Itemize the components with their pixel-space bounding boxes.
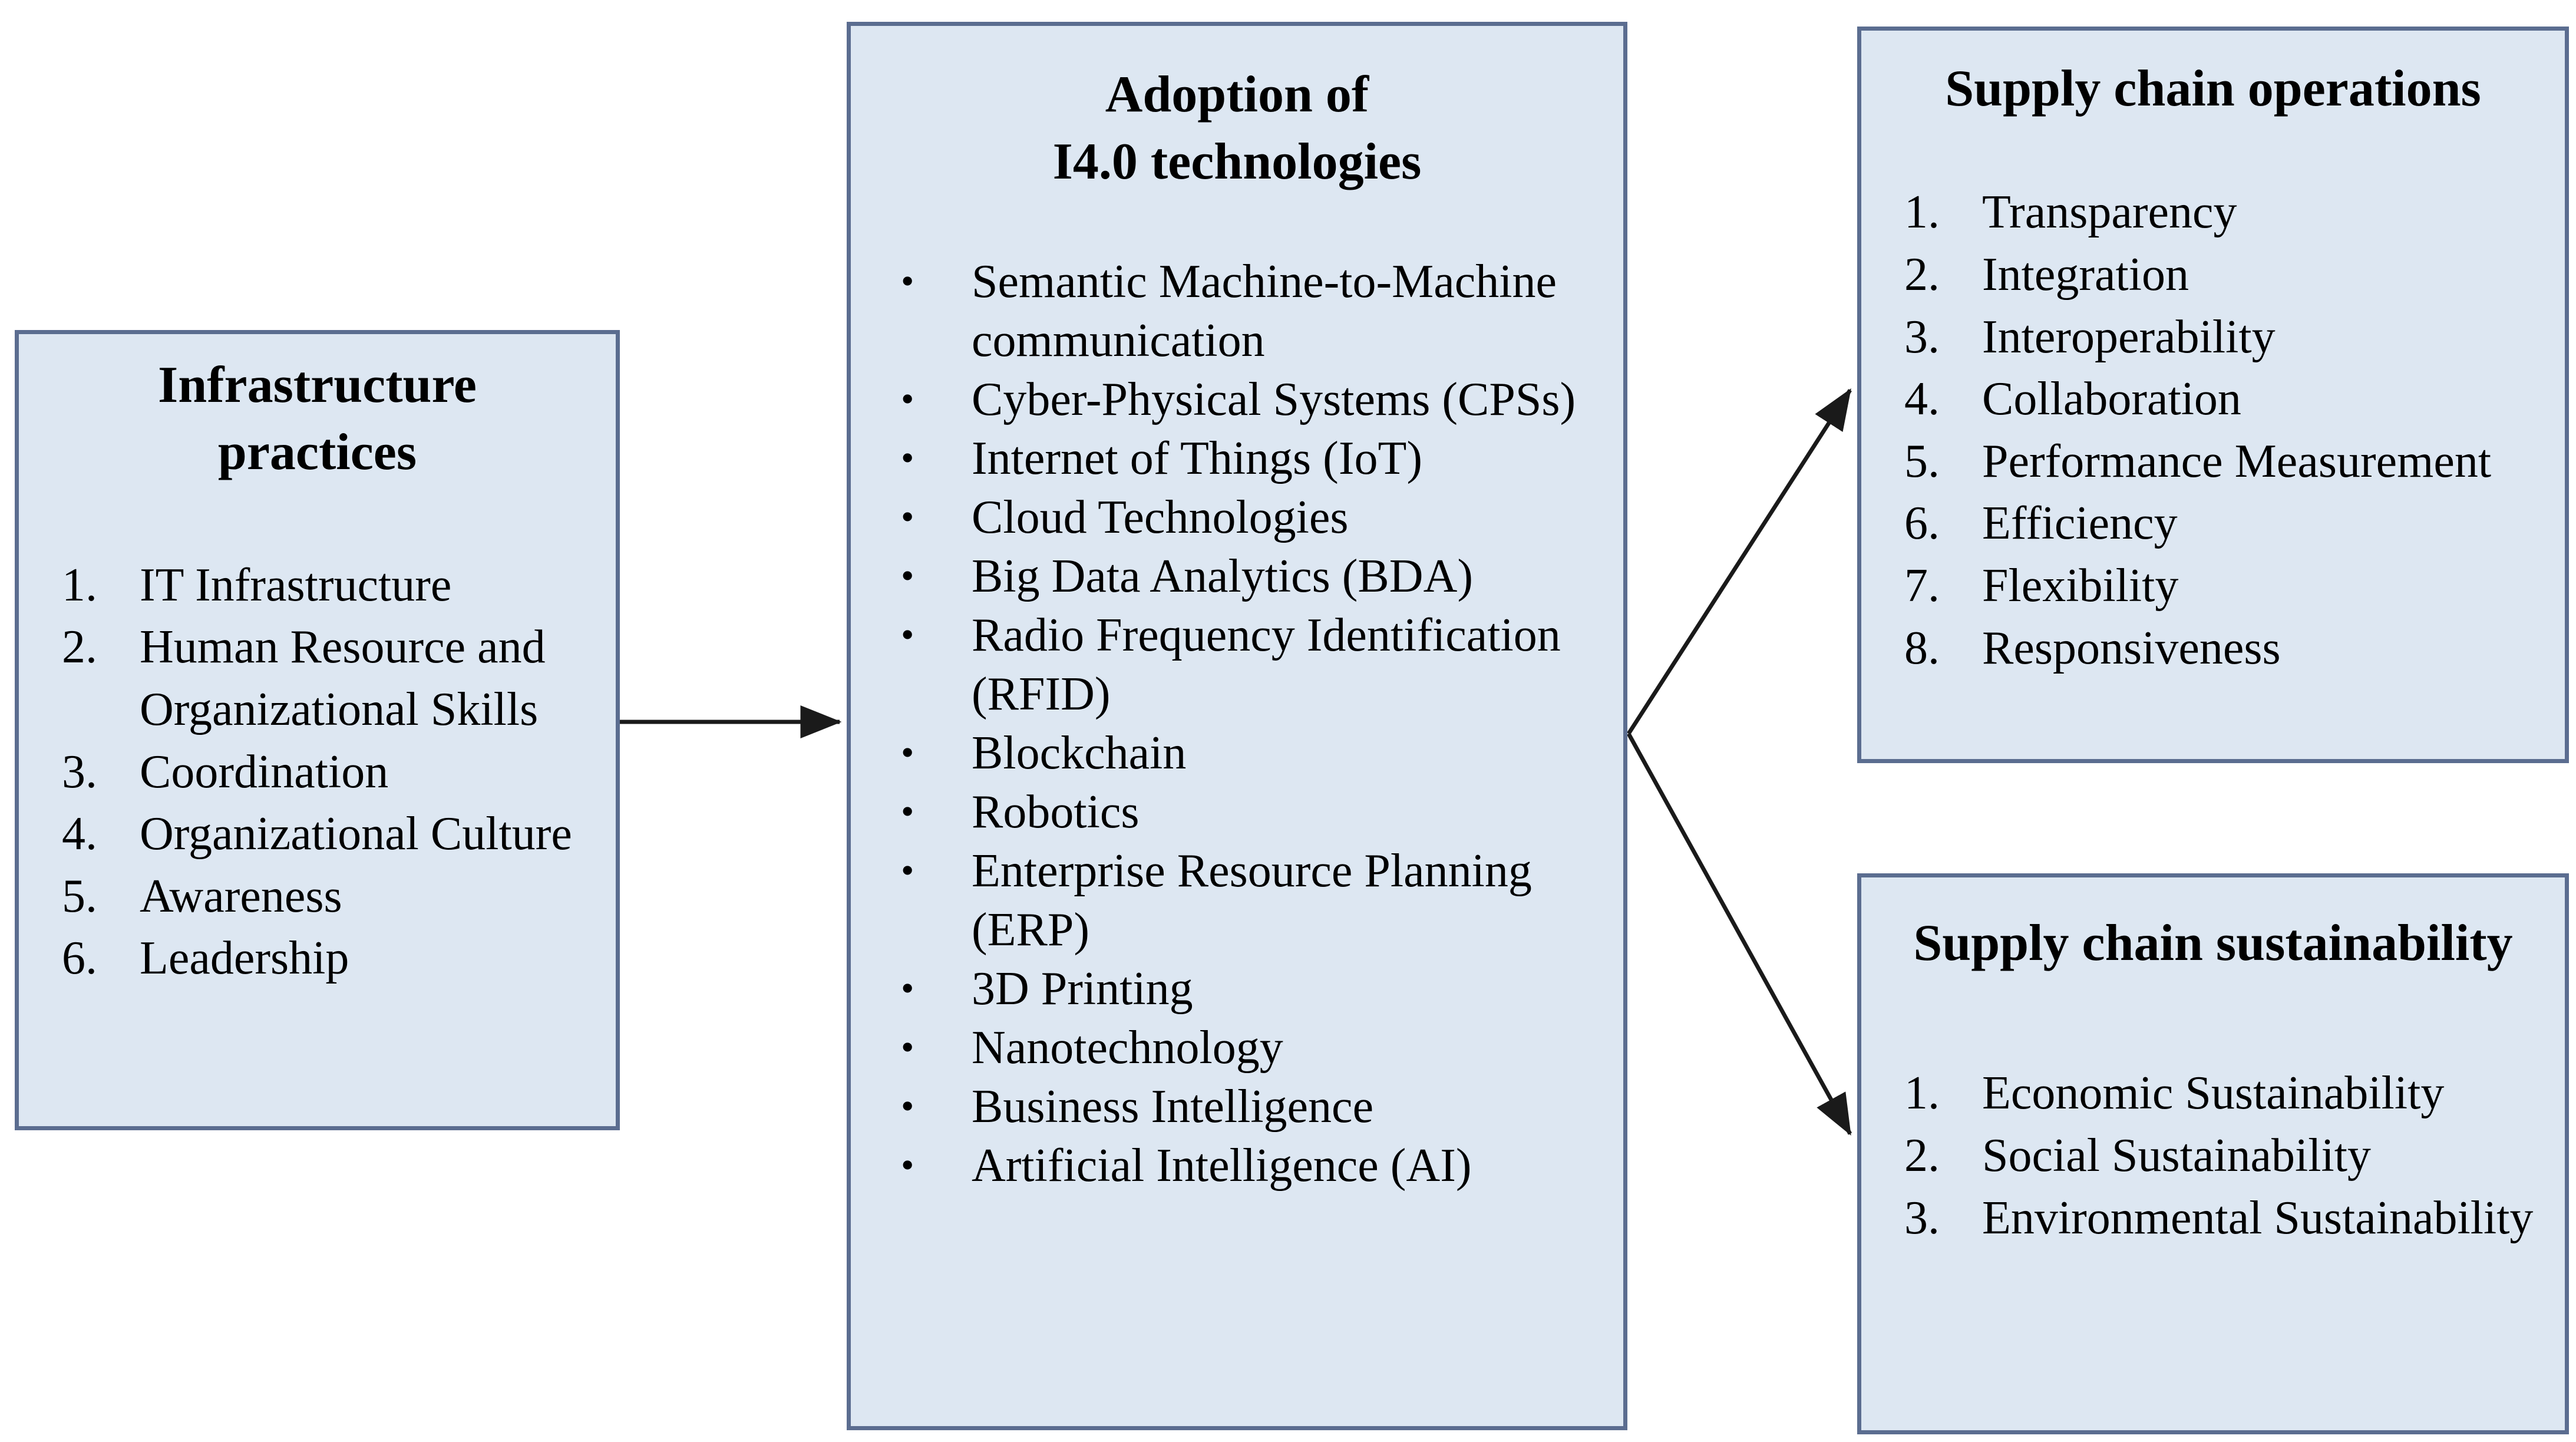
supply-chain-operations-list: Transparency Integration Interoperabilit…	[1861, 182, 2565, 679]
list-item: Collaboration	[1904, 368, 2241, 430]
list-item: Robotics	[883, 783, 1606, 842]
arrow-adoption-to-operations-icon	[1627, 388, 1852, 735]
infrastructure-practices-list: IT Infrastructure Human Resource and Org…	[19, 555, 616, 990]
supply-chain-operations-title: Supply chain operations	[1945, 60, 2481, 117]
list-item: Business Intelligence	[883, 1077, 1606, 1136]
infrastructure-practices-box: Infrastructure practices IT Infrastructu…	[15, 330, 620, 1130]
list-item: Efficiency	[1904, 493, 2178, 555]
list-item: Artificial Intelligence (AI)	[883, 1136, 1606, 1195]
supply-chain-sustainability-box: Supply chain sustainability Economic Sus…	[1857, 873, 2569, 1434]
list-item: Organizational Culture	[62, 803, 572, 865]
list-item: Nanotechnology	[883, 1018, 1606, 1077]
list-item: Awareness	[62, 866, 342, 928]
list-item: Blockchain	[883, 724, 1606, 783]
list-item: Big Data Analytics (BDA)	[883, 547, 1606, 606]
supply-chain-operations-box: Supply chain operations Transparency Int…	[1857, 27, 2569, 763]
infrastructure-practices-title: Infrastructure practices	[158, 357, 477, 481]
list-item: 3D Printing	[883, 959, 1606, 1018]
adoption-i40-technologies-list: Semantic Machine-to-Machine communicatio…	[851, 252, 1623, 1195]
list-item: Cyber-Physical Systems (CPSs)	[883, 370, 1606, 429]
supply-chain-sustainability-title: Supply chain sustainability	[1913, 915, 2513, 972]
list-item: Cloud Technologies	[883, 488, 1606, 547]
list-item: Flexibility	[1904, 555, 2179, 617]
arrow-adoption-to-sustainability-icon	[1626, 732, 1852, 1136]
list-item: Enterprise Resource Planning (ERP)	[883, 842, 1606, 959]
list-item: Internet of Things (IoT)	[883, 429, 1606, 488]
supply-chain-sustainability-list: Economic Sustainability Social Sustainab…	[1861, 1062, 2565, 1249]
list-item: Coordination	[62, 741, 389, 803]
list-item: Leadership	[62, 928, 349, 989]
list-item: Semantic Machine-to-Machine communicatio…	[883, 252, 1606, 370]
list-item: Performance Measurement	[1904, 431, 2492, 493]
list-item: Radio Frequency Identification (RFID)	[883, 606, 1606, 724]
list-item: Social Sustainability	[1904, 1125, 2371, 1187]
list-item: Environmental Sustainability	[1904, 1187, 2534, 1249]
list-item: IT Infrastructure	[62, 555, 452, 616]
list-item: Human Resource and Organizational Skills	[62, 616, 546, 735]
list-item: Transparency	[1904, 182, 2237, 243]
list-item: Interoperability	[1904, 306, 2276, 368]
adoption-i40-technologies-title: Adoption of I4.0 technologies	[1052, 66, 1422, 191]
list-item: Integration	[1904, 244, 2189, 306]
list-item: Responsiveness	[1904, 618, 2281, 679]
adoption-i40-technologies-box: Adoption of I4.0 technologies Semantic M…	[847, 22, 1627, 1430]
list-item: Economic Sustainability	[1904, 1062, 2445, 1124]
